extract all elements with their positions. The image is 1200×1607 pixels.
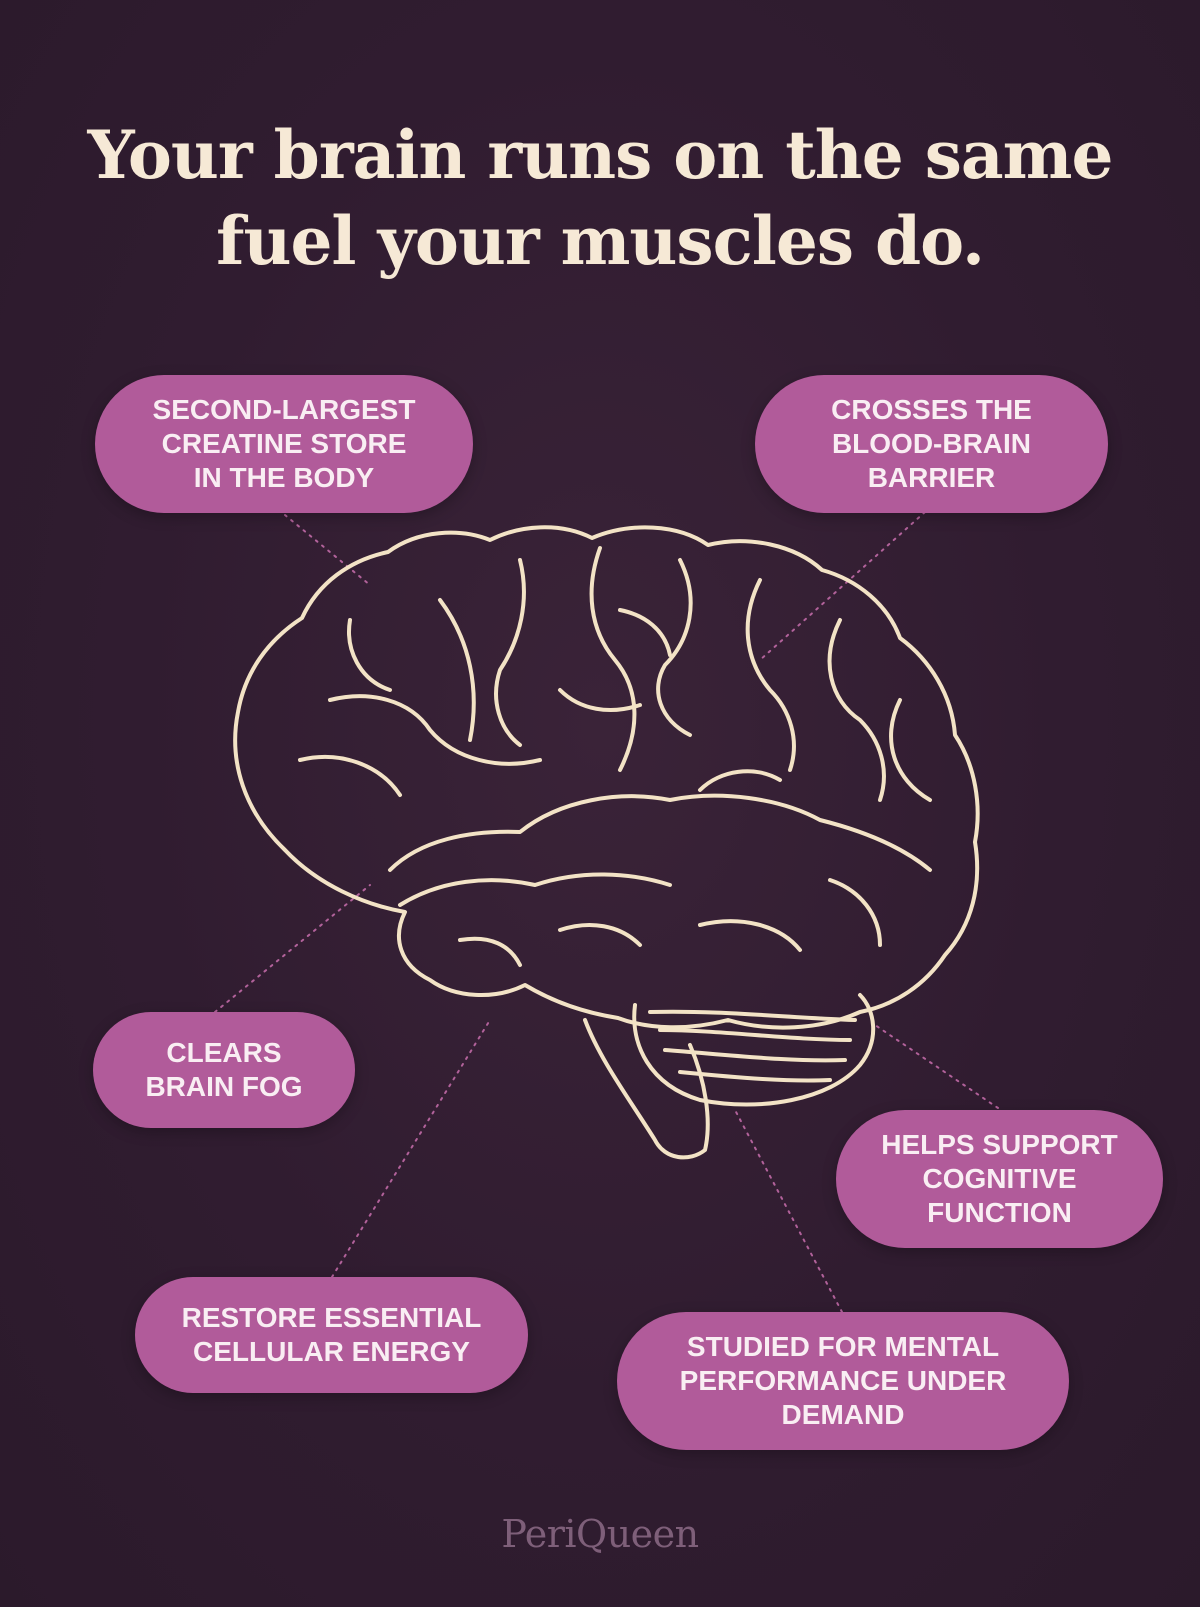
pill-creatine-store-text: SECOND-LARGEST CREATINE STORE IN THE BOD… — [152, 394, 416, 493]
headline-line-1: Your brain runs on the same — [87, 116, 1114, 194]
pill-creatine-store: SECOND-LARGEST CREATINE STORE IN THE BOD… — [95, 375, 473, 513]
connector-cognitive — [874, 1024, 999, 1109]
connector-brain-fog — [214, 884, 371, 1013]
pill-cellular-energy-text: RESTORE ESSENTIAL CELLULAR ENERGY — [181, 1302, 482, 1367]
headline: Your brain runs on the same fuel your mu… — [0, 112, 1200, 284]
headline-line-2: fuel your muscles do. — [216, 202, 985, 280]
connector-blood-brain — [759, 511, 926, 661]
pill-blood-brain-barrier: CROSSES THE BLOOD-BRAIN BARRIER — [755, 375, 1108, 513]
pill-mental-performance: STUDIED FOR MENTAL PERFORMANCE UNDER DEM… — [617, 1312, 1069, 1450]
pill-cognitive-function-text: HELPS SUPPORT COGNITIVE FUNCTION — [881, 1129, 1118, 1228]
pill-blood-brain-barrier-text: CROSSES THE BLOOD-BRAIN BARRIER — [831, 394, 1032, 493]
pill-cellular-energy: RESTORE ESSENTIAL CELLULAR ENERGY — [135, 1277, 528, 1393]
connector-cellular-energy — [331, 1019, 491, 1278]
connector-creatine-store — [284, 514, 371, 586]
pill-brain-fog-text: CLEARS BRAIN FOG — [145, 1037, 303, 1102]
brand-logo: PeriQueen — [501, 1512, 699, 1556]
pill-cognitive-function: HELPS SUPPORT COGNITIVE FUNCTION — [836, 1110, 1163, 1248]
connector-mental-performance — [734, 1109, 843, 1313]
pill-brain-fog: CLEARS BRAIN FOG — [93, 1012, 355, 1128]
pill-mental-performance-text: STUDIED FOR MENTAL PERFORMANCE UNDER DEM… — [679, 1331, 1007, 1430]
